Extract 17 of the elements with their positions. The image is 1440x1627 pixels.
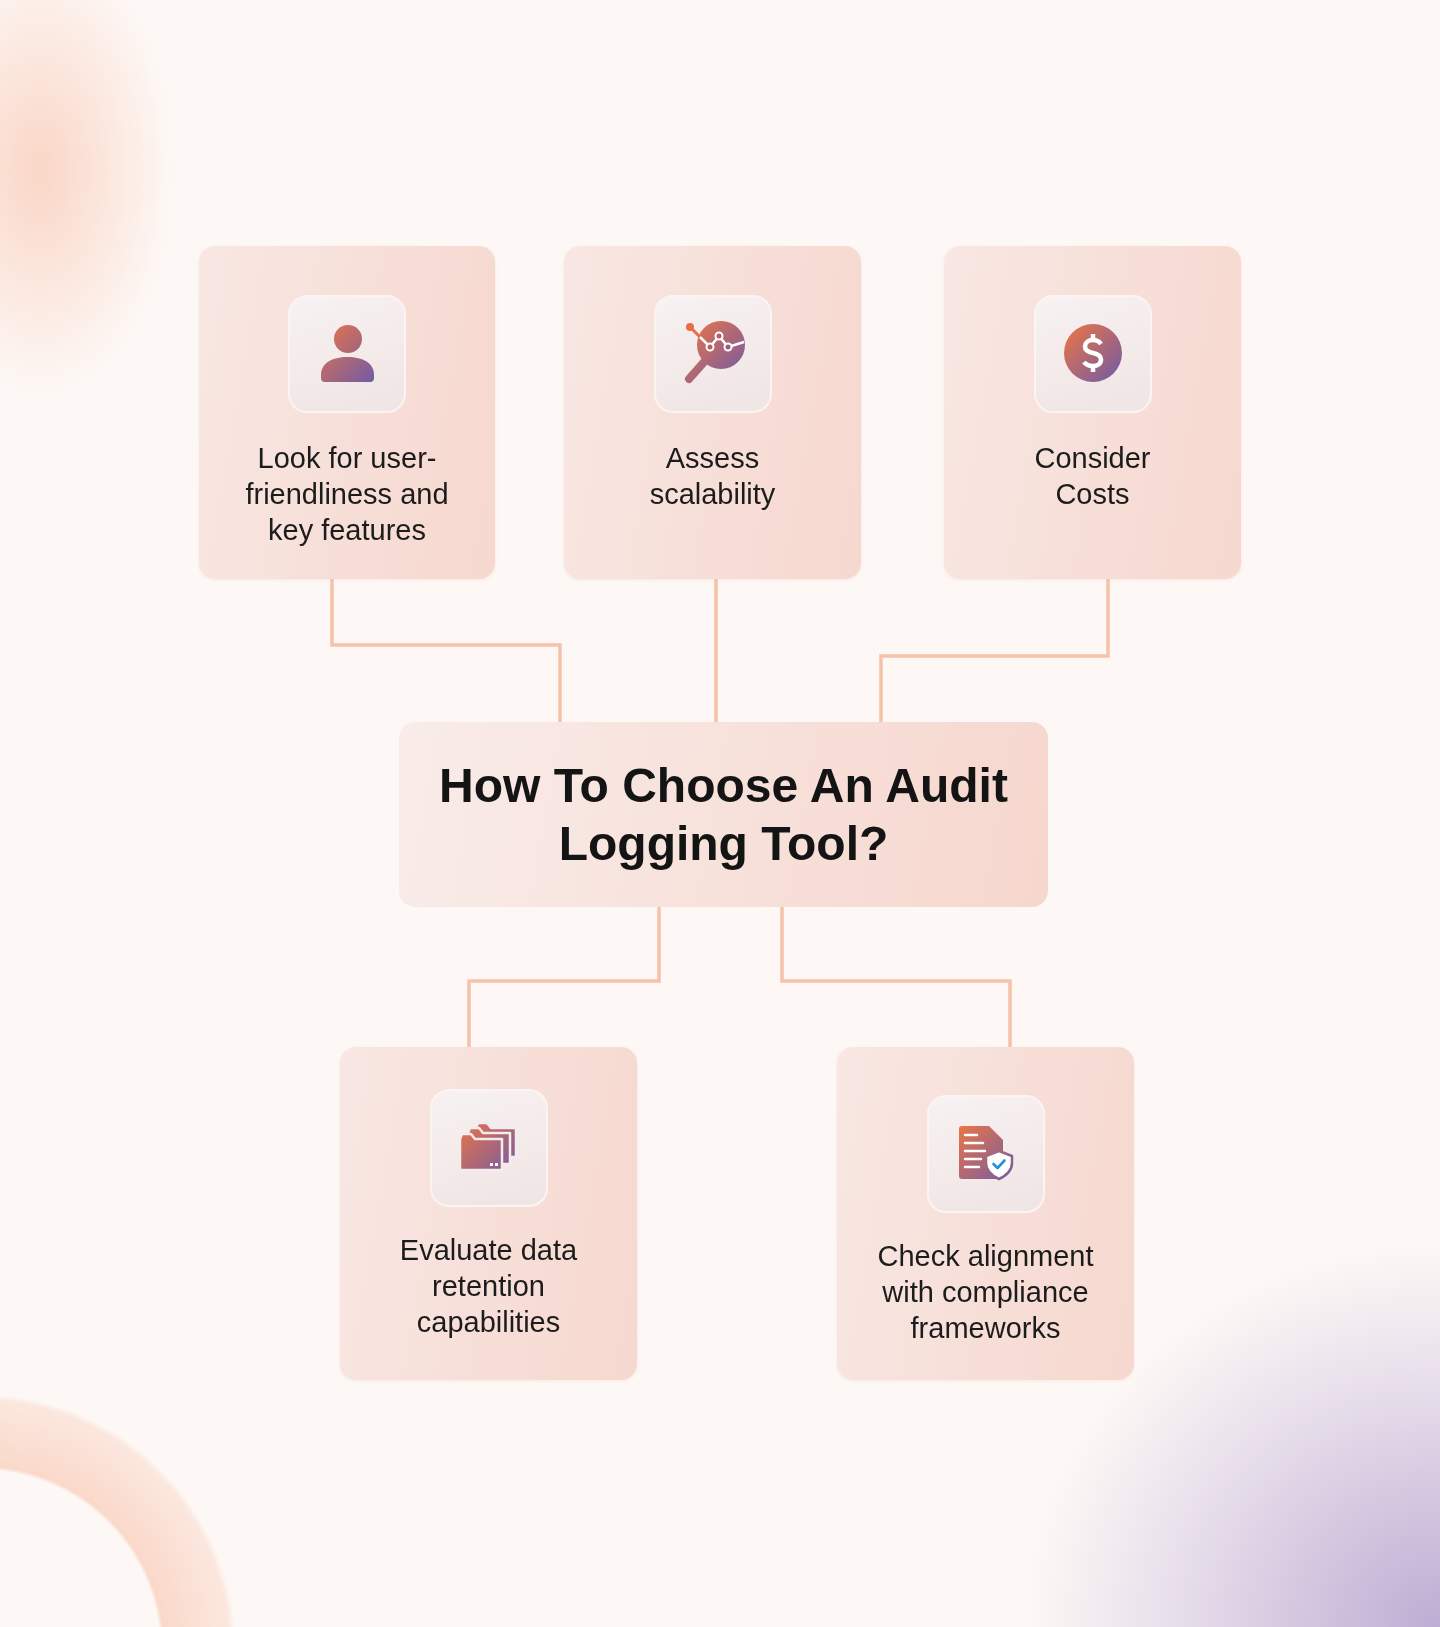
topic-card (837, 1047, 1134, 1380)
card-label: Evaluate data retention capabilities (398, 1233, 579, 1340)
topic-card (340, 1047, 637, 1380)
connector-line (714, 579, 718, 722)
central-heading: How To Choose An Audit Logging Tool? (438, 757, 1009, 872)
connector-line (330, 579, 562, 722)
connector-line (467, 907, 661, 1047)
card-label: Consider Costs (1033, 441, 1152, 512)
topic-card (199, 246, 495, 579)
topic-card (944, 246, 1241, 579)
card-label: Assess scalability (648, 441, 777, 512)
card-label: Check alignment with compliance frameworks (876, 1239, 1095, 1346)
connector-line (780, 907, 1012, 1047)
card-label: Look for user-friendliness and key features (244, 441, 450, 548)
topic-card (564, 246, 861, 579)
connector-line (879, 579, 1110, 722)
central-topic-box (399, 722, 1048, 907)
